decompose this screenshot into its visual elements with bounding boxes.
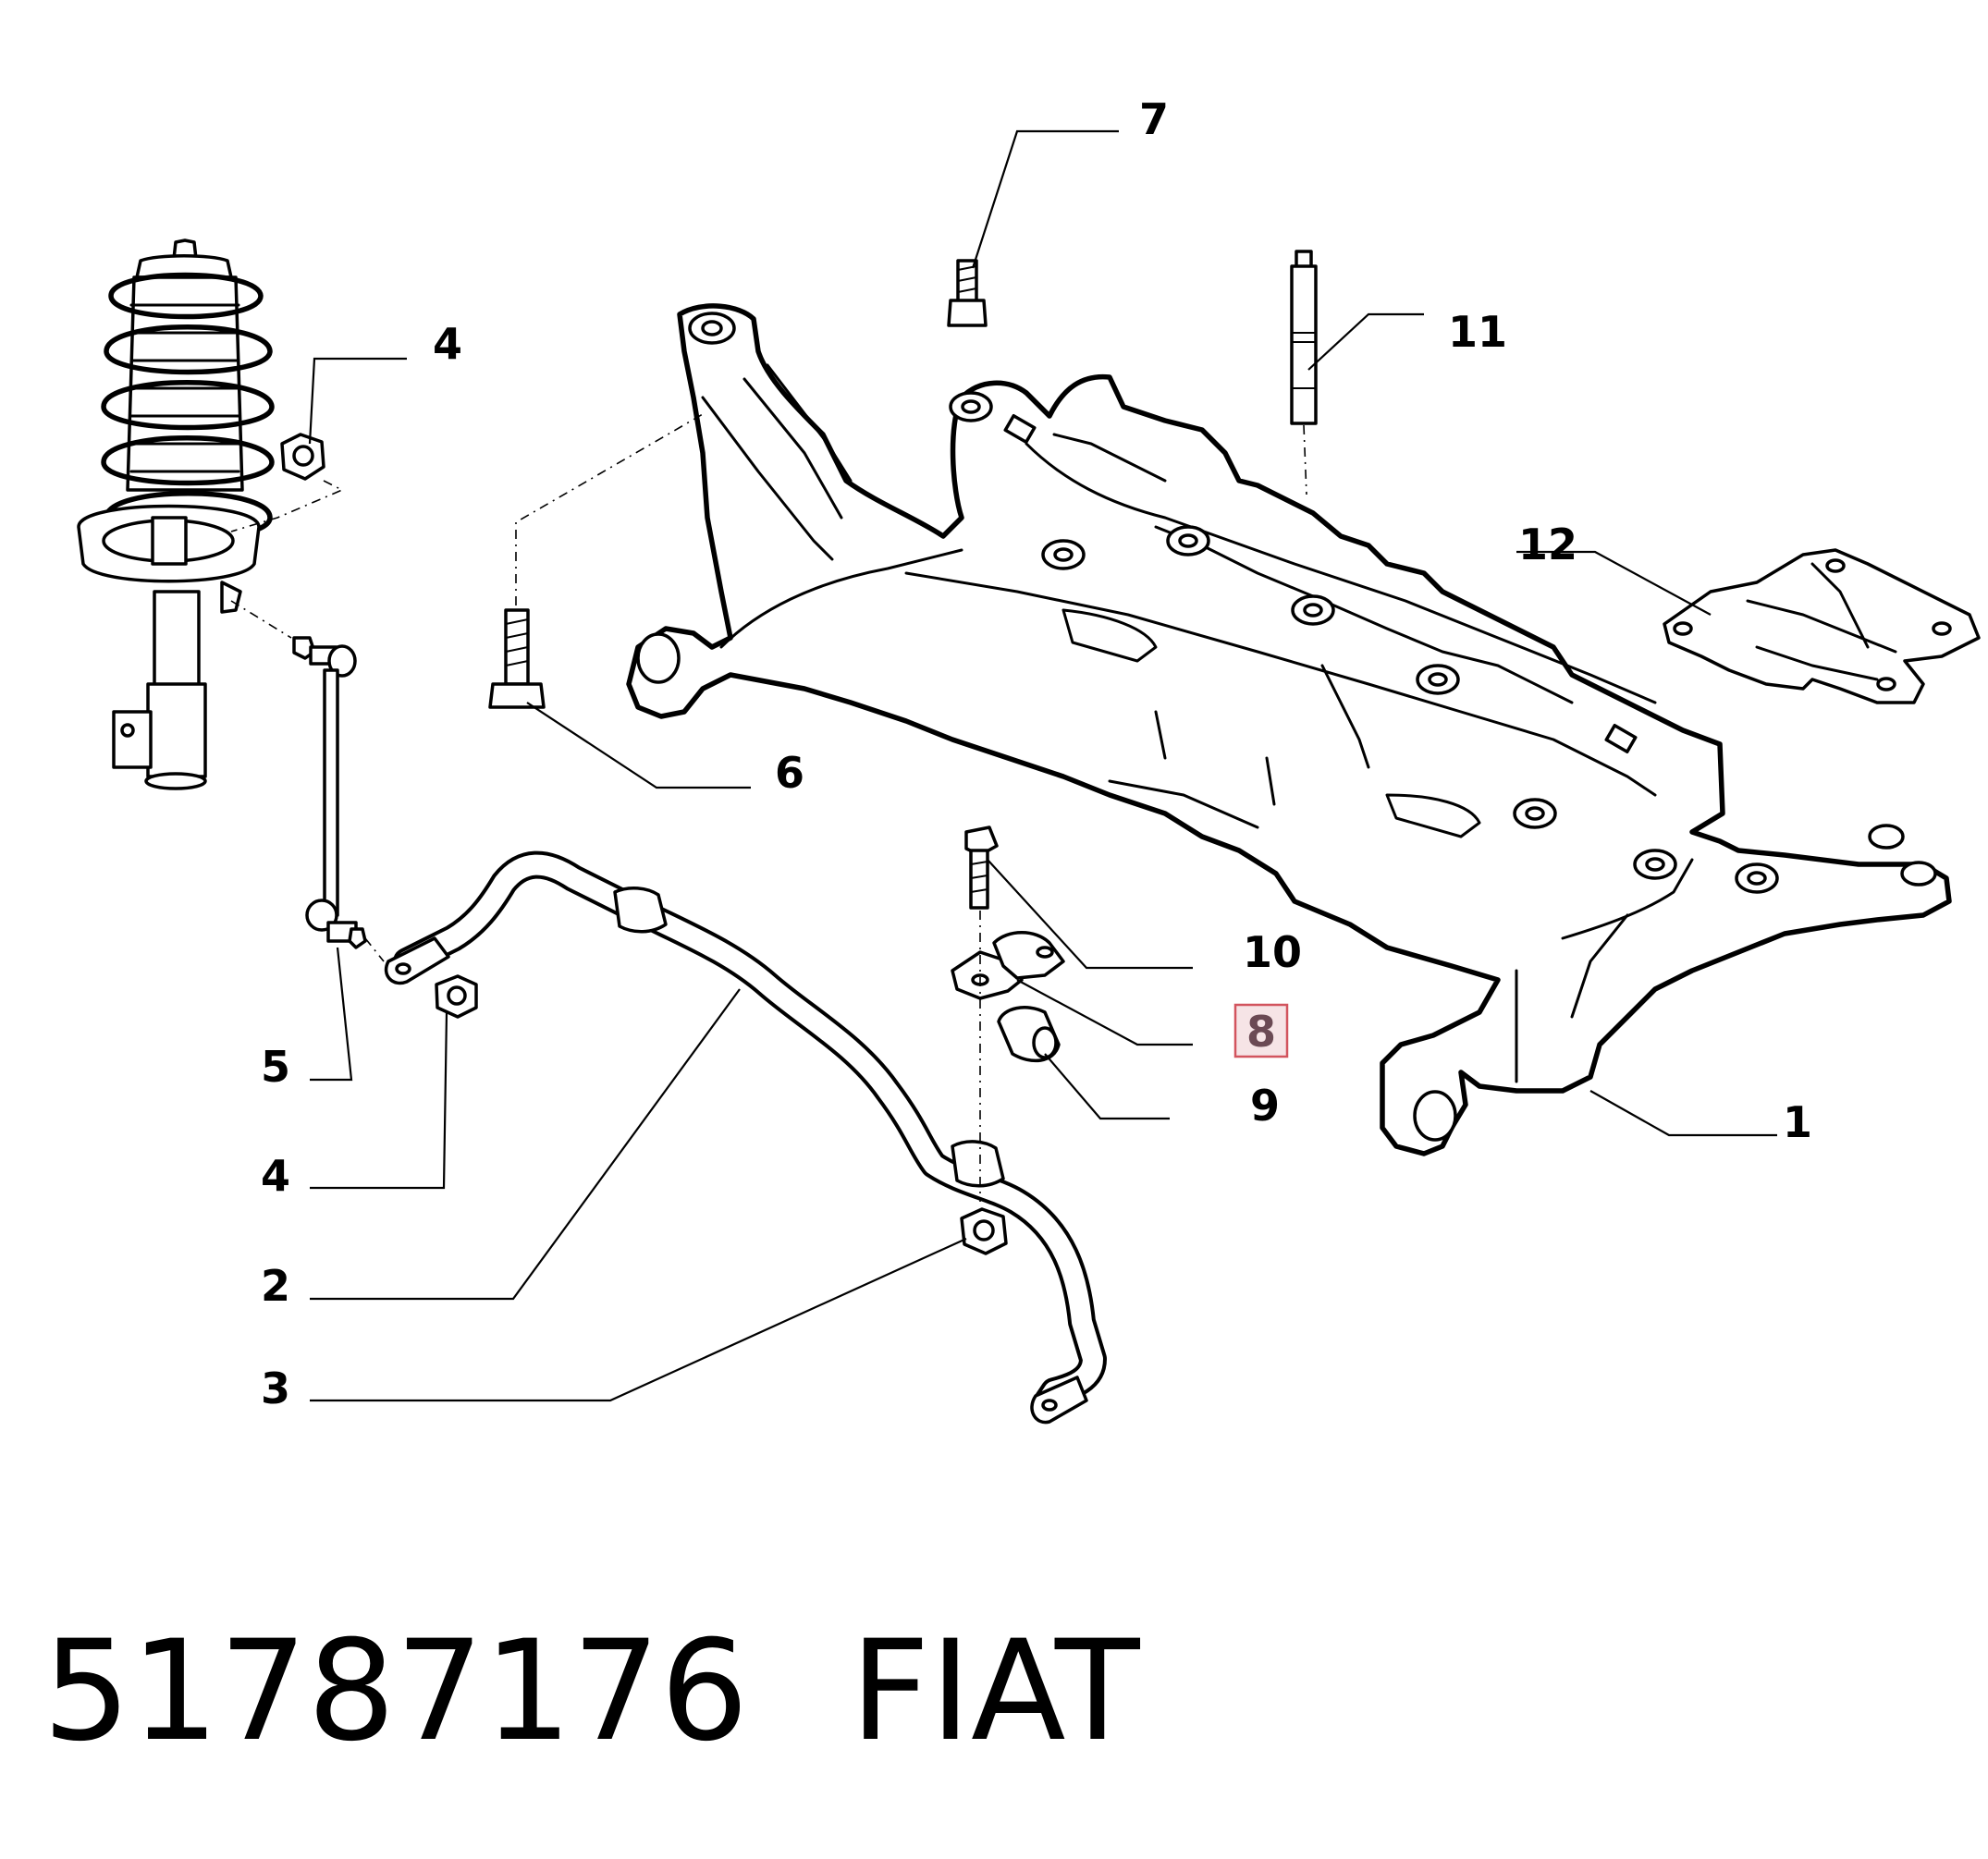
clamp-bracket: [951, 931, 1065, 1000]
leader-lines: [308, 129, 1777, 1402]
callout-10: 10: [1243, 927, 1302, 977]
callout-8: 8: [1246, 1007, 1276, 1057]
nut-top: [280, 433, 325, 481]
part-number: 51787176: [43, 1611, 749, 1772]
strut-assembly: [77, 238, 275, 790]
callout-3: 3: [261, 1364, 290, 1413]
callouts: 7 11 4 12 6 10 8 9 1 5 4 2 3: [261, 94, 1812, 1413]
stabilizer-link: [292, 636, 367, 949]
assembly-axes: [230, 413, 1307, 1202]
bracket-plate: [1663, 548, 1981, 704]
bolt-10: [964, 826, 999, 910]
bolt-6: [488, 608, 546, 709]
callout-1: 1: [1783, 1097, 1812, 1147]
callout-4-top: 4: [433, 319, 462, 369]
stud-11: [1290, 250, 1318, 425]
subframe-crossmember: [626, 303, 1952, 1156]
brand-name: FIAT: [850, 1611, 1140, 1772]
callout-6: 6: [775, 748, 804, 798]
bolt-7: [947, 259, 988, 327]
nut-3: [960, 1207, 1008, 1255]
callout-2: 2: [261, 1261, 290, 1311]
callout-12: 12: [1518, 520, 1577, 569]
callout-4-bottom: 4: [261, 1151, 290, 1201]
callout-8-highlight-box: [1233, 1003, 1289, 1058]
callout-7: 7: [1139, 94, 1169, 144]
stabilizer-bar: [384, 850, 1107, 1425]
callout-11: 11: [1448, 307, 1507, 357]
callout-9: 9: [1250, 1081, 1280, 1131]
nut-bottom: [435, 974, 478, 1019]
bushing: [997, 1006, 1061, 1063]
callout-5: 5: [261, 1042, 290, 1092]
